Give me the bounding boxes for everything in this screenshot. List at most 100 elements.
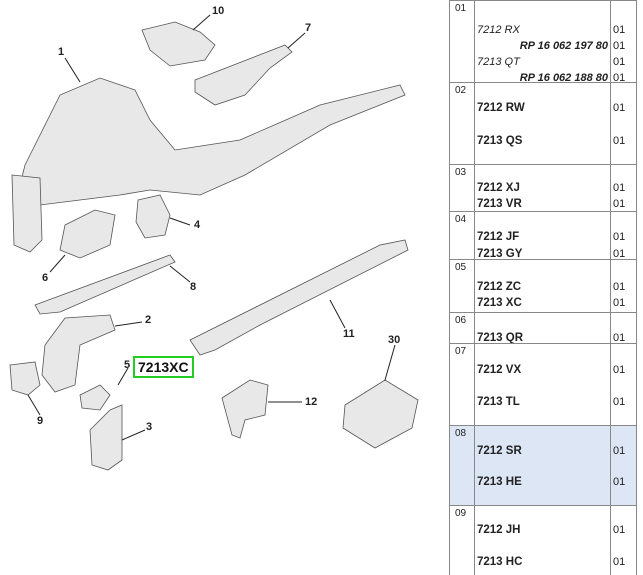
table-row[interactable]: 09 7212 JH 01 7213 HC 01 <box>450 505 636 575</box>
part-1-shape <box>19 77 406 206</box>
quantity: 01 <box>613 56 626 68</box>
column-divider <box>610 260 611 313</box>
part-reference[interactable]: 7212 RX <box>477 24 520 36</box>
column-divider <box>610 506 611 575</box>
part-reference[interactable]: 7213 HC <box>477 556 523 568</box>
callout-5: 5 <box>124 359 131 371</box>
part-reference[interactable]: 7212 XJ <box>477 182 520 194</box>
row-number: 04 <box>455 214 467 225</box>
column-divider <box>474 212 475 260</box>
part-9-shape <box>9 361 41 396</box>
quantity: 01 <box>613 198 626 210</box>
column-divider <box>610 83 611 165</box>
quantity: 01 <box>613 102 626 114</box>
table-row[interactable]: 02 7212 RW 01 7213 QS 01 <box>450 82 636 165</box>
row-number: 05 <box>455 262 467 273</box>
part-reference[interactable]: 7213 VR <box>477 198 522 210</box>
row-number: 09 <box>455 508 467 519</box>
column-divider <box>610 165 611 212</box>
part-7-shape <box>194 44 293 106</box>
callout-2: 2 <box>145 314 152 326</box>
part-12-shape <box>221 379 269 439</box>
part-reference[interactable]: RP 16 062 188 80 <box>519 72 608 84</box>
row-number: 08 <box>455 428 467 439</box>
column-divider <box>474 426 475 506</box>
quantity: 01 <box>613 332 626 344</box>
parts-diagram: 1 10 7 4 6 8 2 5 11 30 9 12 3 7213XC <box>9 5 419 471</box>
quantity: 01 <box>613 24 626 36</box>
callout-8: 8 <box>190 281 197 293</box>
part-30-shape <box>342 379 419 449</box>
part-8-shape <box>34 254 176 315</box>
table-row[interactable]: 07 7212 VX 01 7213 TL 01 <box>450 343 636 426</box>
part-6-shape <box>59 209 116 259</box>
quantity: 01 <box>613 231 626 243</box>
part-3-shape <box>89 404 123 471</box>
quantity: 01 <box>613 476 626 488</box>
column-divider <box>610 212 611 260</box>
row-number: 01 <box>455 3 467 14</box>
part-reference[interactable]: 7212 VX <box>477 364 522 376</box>
part-reference[interactable]: 7213 QT <box>477 56 520 68</box>
part-highlight-label: 7213XC <box>133 356 194 378</box>
part-reference[interactable]: 7212 RW <box>477 102 525 114</box>
column-divider <box>474 344 475 426</box>
part-reference[interactable]: 7213 QS <box>477 135 523 147</box>
quantity: 01 <box>613 524 626 536</box>
part-reference[interactable]: 7213 QR <box>477 332 524 344</box>
part-10-shape <box>141 21 216 67</box>
quantity: 01 <box>613 445 626 457</box>
callout-6: 6 <box>42 272 49 284</box>
column-divider <box>610 426 611 506</box>
column-divider <box>474 165 475 212</box>
part-2-shape <box>41 314 116 393</box>
row-number: 03 <box>455 167 467 178</box>
callout-3: 3 <box>146 421 153 433</box>
parts-drawing <box>9 14 419 471</box>
table-row[interactable]: 06 7213 QR 01 <box>450 312 636 344</box>
quantity: 01 <box>613 364 626 376</box>
quantity: 01 <box>613 281 626 293</box>
part-reference[interactable]: 7213 GY <box>477 248 523 260</box>
column-divider <box>474 83 475 165</box>
part-left-bracket-shape <box>11 174 43 253</box>
quantity: 01 <box>613 396 626 408</box>
part-11-shape <box>189 239 409 356</box>
part-reference[interactable]: RP 16 062 197 80 <box>519 40 608 52</box>
column-divider <box>474 1 475 83</box>
part-5-shape <box>79 384 111 411</box>
callout-1: 1 <box>58 46 65 58</box>
part-4-shape <box>135 194 171 239</box>
part-reference[interactable]: 7213 TL <box>477 396 520 408</box>
callout-4: 4 <box>194 219 201 231</box>
row-number: 07 <box>455 346 467 357</box>
part-reference[interactable]: 7213 XC <box>477 297 522 309</box>
row-number: 02 <box>455 85 467 96</box>
column-divider <box>474 506 475 575</box>
part-reference[interactable]: 7212 JF <box>477 231 520 243</box>
quantity: 01 <box>613 72 626 84</box>
column-divider <box>610 313 611 344</box>
part-reference[interactable]: 7213 HE <box>477 476 522 488</box>
quantity: 01 <box>613 135 626 147</box>
quantity: 01 <box>613 40 626 52</box>
quantity: 01 <box>613 297 626 309</box>
table-row[interactable]: 08 7212 SR 01 7213 HE 01 <box>450 425 636 506</box>
callout-30: 30 <box>388 334 401 346</box>
row-number: 06 <box>455 315 467 326</box>
column-divider <box>610 344 611 426</box>
part-reference[interactable]: 7212 ZC <box>477 281 522 293</box>
callout-11: 11 <box>343 328 355 340</box>
part-reference[interactable]: 7212 SR <box>477 445 522 457</box>
table-row[interactable]: 05 7212 ZC 01 7213 XC 01 <box>450 259 636 313</box>
column-divider <box>610 1 611 83</box>
callout-7: 7 <box>305 22 312 34</box>
part-reference[interactable]: 7212 JH <box>477 524 521 536</box>
column-divider <box>474 313 475 344</box>
column-divider <box>474 260 475 313</box>
quantity: 01 <box>613 556 626 568</box>
